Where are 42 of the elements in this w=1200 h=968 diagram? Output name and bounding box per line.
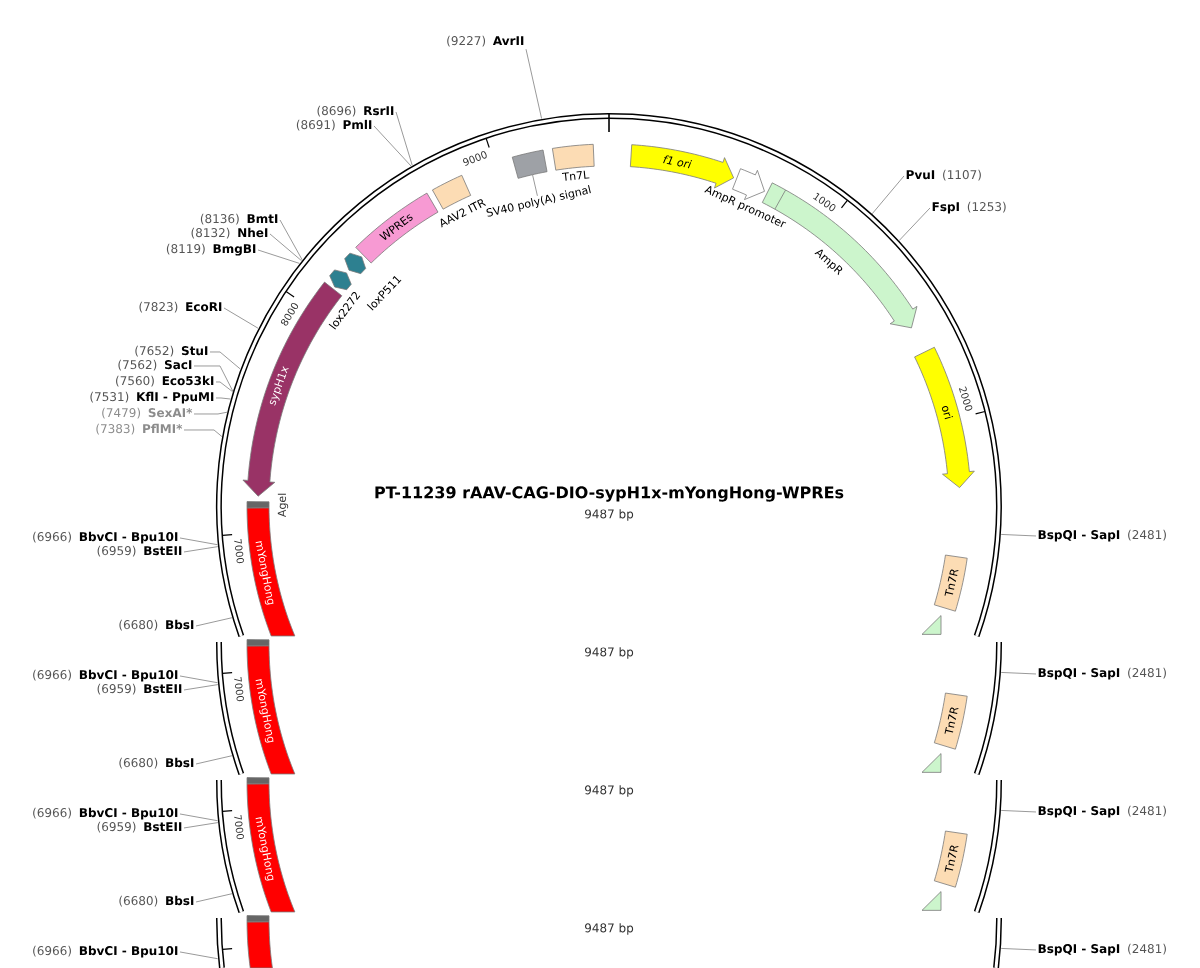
leader-line [279, 219, 303, 261]
leader-line [179, 537, 219, 546]
plasmid-title: PT-11239 rAAV-CAG-DIO-sypH1x-mYongHong-WPREs [375, 486, 844, 502]
feature-box [511, 149, 548, 179]
leader-line [195, 755, 233, 765]
feature-tip [921, 891, 942, 911]
leader-line [532, 174, 538, 197]
backbone-arc [216, 779, 245, 913]
leader-line [1000, 947, 1037, 951]
feature-tip [921, 615, 942, 635]
backbone-arc [216, 917, 225, 968]
leader-line [193, 365, 234, 392]
leader-line [183, 684, 219, 691]
leader-line [195, 893, 233, 903]
leader-line [215, 397, 232, 400]
leader-line [215, 381, 234, 393]
leader-line [183, 546, 219, 553]
leader-line [183, 822, 219, 829]
leader-line [525, 48, 543, 120]
leader-line [269, 233, 303, 262]
leader-line [193, 411, 228, 415]
backbone-arc [973, 641, 1002, 775]
leader-line [179, 675, 219, 684]
leader-line [871, 175, 905, 215]
leader-line [395, 111, 413, 166]
leader-line [1000, 671, 1037, 675]
leader-line [373, 125, 412, 167]
leader-line [257, 249, 301, 264]
feature-tip [921, 753, 942, 773]
leader-line [179, 813, 219, 822]
leader-line [898, 207, 931, 242]
backbone-arc [216, 641, 245, 775]
leader-line [223, 307, 259, 329]
leader-line [179, 951, 219, 960]
leader-line [183, 429, 223, 438]
leader-line [1000, 533, 1037, 537]
leader-line [195, 617, 233, 627]
backbone-arc [973, 779, 1002, 913]
feature-band [246, 915, 273, 968]
leader-line [1000, 809, 1037, 813]
backbone-arc [993, 917, 1002, 968]
leader-line [209, 351, 241, 370]
